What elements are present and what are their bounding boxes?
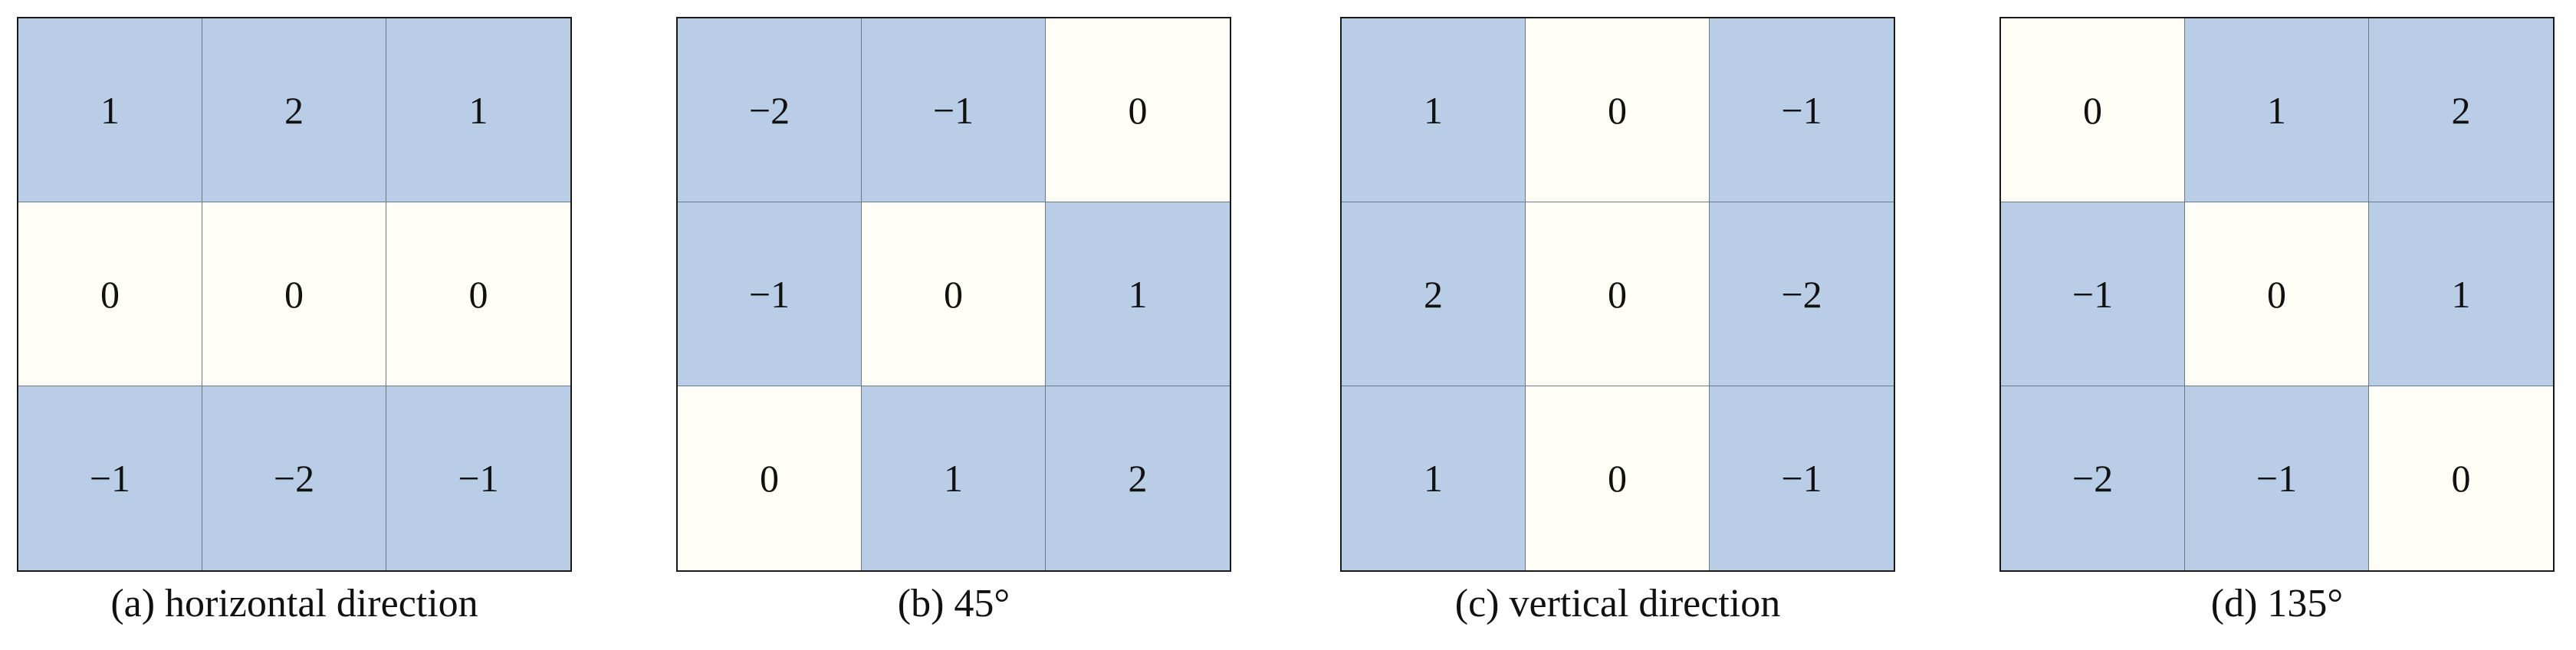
kernel-cell: −1 [2001,202,2185,386]
kernel-cell: −1 [862,18,1046,202]
kernel-cell: 1 [862,386,1046,570]
kernel-cell: 0 [678,386,862,570]
kernel-cell: 1 [2369,202,2553,386]
kernel-cell: 2 [1046,386,1230,570]
kernel-cell: 1 [18,18,202,202]
kernel-cell: −1 [18,386,202,570]
kernel-cell: 0 [18,202,202,386]
kernel-cell: 0 [2369,386,2553,570]
kernel-cell: 0 [2185,202,2369,386]
kernel-cell: 0 [2001,18,2185,202]
kernel-cell: 2 [202,18,386,202]
kernel-cell: −1 [2185,386,2369,570]
kernel-cell: 1 [386,18,570,202]
kernel-cell: −2 [202,386,386,570]
kernel-cell: 0 [862,202,1046,386]
kernel-cell: 0 [386,202,570,386]
panel-caption: (b) 45° [897,582,1010,625]
kernel-cell: −2 [1710,202,1894,386]
kernel-cell: 0 [1526,202,1710,386]
kernel-cell: 2 [2369,18,2553,202]
kernel-cell: −1 [386,386,570,570]
kernel-cell: 0 [1526,18,1710,202]
kernel-cell: −1 [678,202,862,386]
panel-caption: (d) 135° [2210,582,2344,625]
kernel-cell: 0 [202,202,386,386]
kernel-cell: 1 [1046,202,1230,386]
kernel-cell: 1 [1342,18,1526,202]
panel-caption: (a) horizontal direction [110,582,478,625]
kernel-cell: −1 [1710,386,1894,570]
kernel-cell: −2 [2001,386,2185,570]
kernel-cell: 2 [1342,202,1526,386]
kernel-cell: 0 [1046,18,1230,202]
kernel-cell: 1 [1342,386,1526,570]
kernel-cell: −1 [1710,18,1894,202]
kernel-cell: 1 [2185,18,2369,202]
kernel-cell: 0 [1526,386,1710,570]
kernel-cell: −2 [678,18,862,202]
panel-caption: (c) vertical direction [1454,582,1781,625]
